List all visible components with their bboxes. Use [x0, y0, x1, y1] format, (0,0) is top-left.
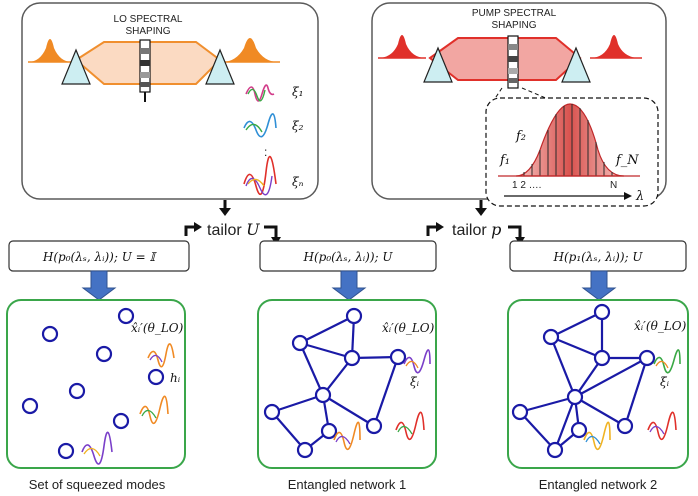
f2-label: f₂: [515, 129, 526, 144]
xi-n-label: ξₙ: [292, 175, 304, 189]
network-1-mode-icon-3: [333, 421, 361, 451]
mode-icon-3: [81, 431, 113, 465]
f1-label: f₁: [499, 153, 510, 168]
hamiltonian-box-1-text: H(p₀(λₛ, λᵢ)); U = 𝕀: [42, 250, 158, 264]
network-node: [542, 328, 560, 346]
tailor-u-group: tailor U: [184, 200, 281, 245]
squeezed-mode-node: [112, 412, 130, 430]
network-2-mode-icon-1: [653, 349, 681, 374]
squeezed-mode-node: [41, 325, 59, 343]
lambda-axis-label: λ: [635, 189, 644, 204]
hamiltonian-box-3: H(p₁(λₛ, λᵢ)); U: [509, 240, 687, 272]
lo-output-pulse: [222, 38, 278, 62]
caption-network-1: Entangled network 1: [288, 477, 407, 492]
bin-N-label: N: [610, 180, 617, 191]
squeezed-mode-node: [57, 442, 75, 460]
pump-inset-gaussian: [515, 103, 625, 177]
pump-prism-right: [561, 46, 591, 83]
network-node: [291, 334, 309, 352]
pump-output-pulse: [590, 35, 640, 58]
network-node: [365, 417, 383, 435]
tailor-p-label: tailor p: [452, 220, 501, 239]
pump-beam: [428, 37, 582, 81]
down-arrow-3: [581, 270, 617, 301]
squeezed-modes-panel: x̂ᵢ′(θ_LO) hᵢ: [6, 299, 186, 469]
lo-prism-left: [61, 48, 91, 85]
entangled-network-1-panel: x̂ᵢ′(θ_LO) ξᵢ: [257, 299, 437, 469]
lo-mode-icon-2: [243, 113, 277, 138]
network-node: [570, 421, 588, 439]
hamiltonian-box-2-text: H(p₀(λₛ, λᵢ)); U: [303, 250, 394, 264]
network-2-mode-icon-2: [647, 411, 677, 441]
network-node: [343, 349, 361, 367]
network-node: [593, 349, 611, 367]
h-label: hᵢ: [170, 371, 181, 385]
network-node: [546, 441, 564, 459]
pump-input-pulse: [378, 35, 426, 58]
hamiltonian-box-3-text: H(p₁(λₛ, λᵢ)); U: [553, 250, 644, 264]
lo-mode-icon-n: [243, 156, 277, 196]
squeezed-mode-node: [95, 345, 113, 363]
xi-i-label-1: ξᵢ: [410, 375, 420, 389]
quadrature-label-3: x̂ᵢ′(θ_LO): [634, 319, 687, 333]
pump-title-line1: PUMP SPECTRAL: [472, 8, 557, 19]
caption-network-2: Entangled network 2: [539, 477, 658, 492]
network-1-mode-icon-2: [395, 411, 425, 441]
tailor-p-group: tailor p: [426, 200, 525, 245]
network-2-nodes: [511, 303, 656, 459]
lo-shaping-panel: LO SPECTRAL SHAPING ξ₁: [21, 2, 319, 200]
hamiltonian-box-2: H(p₀(λₛ, λᵢ)); U: [259, 240, 437, 272]
network-node: [314, 386, 332, 404]
down-arrow-1: [81, 270, 117, 301]
squeezed-mode-nodes: [21, 307, 165, 460]
network-1-nodes: [263, 307, 407, 459]
mode-icon-2: [139, 395, 169, 425]
lo-mode-icon-1: [245, 84, 275, 102]
caption-squeezed-modes: Set of squeezed modes: [29, 477, 166, 492]
lo-slm-mask: [139, 39, 151, 102]
pump-prism-left: [423, 46, 453, 83]
squeezed-mode-node: [21, 397, 39, 415]
network-1-mode-icon-1: [403, 349, 431, 374]
network-node: [566, 388, 584, 406]
pump-shaping-panel: PUMP SPECTRAL SHAPING: [371, 2, 667, 207]
xi-2-label: ξ₂: [292, 119, 304, 133]
network-2-mode-icon-3: [583, 421, 611, 451]
network-2-edges: [519, 311, 649, 451]
lo-title-line2: SHAPING: [125, 26, 170, 37]
network-node: [345, 307, 363, 325]
pump-title-line2: SHAPING: [491, 20, 536, 31]
lo-prism-right: [205, 48, 235, 85]
pump-slm-mask: [507, 35, 519, 89]
mode-icon-1: [147, 343, 175, 368]
network-node: [638, 349, 656, 367]
squeezed-mode-node: [68, 382, 86, 400]
squeezed-mode-node: [117, 307, 135, 325]
network-node: [263, 403, 281, 421]
xi-dots: :: [264, 145, 267, 159]
lo-title-line1: LO SPECTRAL: [114, 14, 183, 25]
entangled-network-2-panel: x̂ᵢ′(θ_LO) ξᵢ: [507, 299, 689, 469]
network-node: [389, 348, 407, 366]
xi-i-label-2: ξᵢ: [660, 375, 670, 389]
pump-inset-slices: [523, 104, 613, 176]
fN-label: f_N: [615, 153, 639, 168]
network-node: [511, 403, 529, 421]
quadrature-label-2: x̂ᵢ′(θ_LO): [382, 321, 435, 335]
squeezed-mode-node: [147, 368, 165, 386]
hamiltonian-box-1: H(p₀(λₛ, λᵢ)); U = 𝕀: [8, 240, 190, 272]
lo-input-pulse: [28, 39, 72, 62]
network-node: [320, 422, 338, 440]
tailor-u-label: tailor U: [207, 220, 260, 239]
quadrature-label-1: x̂ᵢ′(θ_LO): [131, 321, 184, 335]
network-node: [616, 417, 634, 435]
network-node: [296, 441, 314, 459]
down-arrow-2: [331, 270, 367, 301]
xi-1-label: ξ₁: [292, 85, 303, 99]
bin-numbers-label: 1 2 ….: [512, 180, 541, 191]
network-node: [593, 303, 611, 321]
